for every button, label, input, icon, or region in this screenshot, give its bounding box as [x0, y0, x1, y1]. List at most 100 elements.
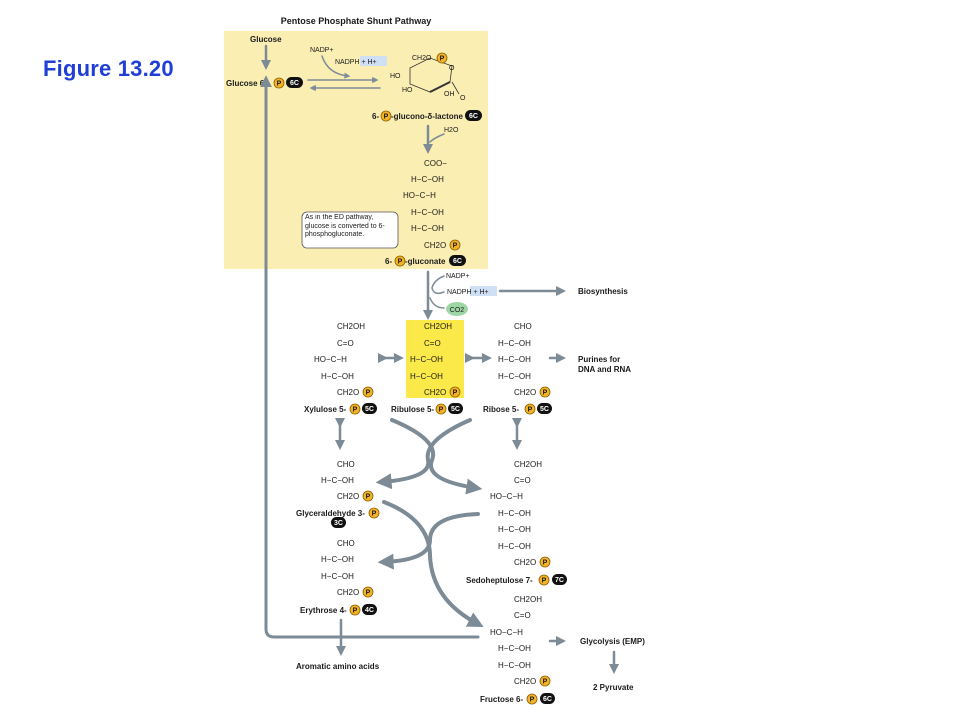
nadp-label-1: NADP+	[310, 47, 334, 54]
svg-text:H−C−OH: H−C−OH	[411, 208, 444, 217]
svg-text:P: P	[439, 407, 444, 414]
svg-text:CHO: CHO	[337, 460, 355, 469]
fructose-structure: CH2OH C=O HO−C−H H−C−OH H−C−OH CH2O P	[490, 595, 551, 687]
svg-text:P: P	[353, 608, 358, 615]
svg-text:H−C−OH: H−C−OH	[410, 355, 443, 364]
svg-text:H−C−OH: H−C−OH	[498, 644, 531, 653]
gluconate-structure: COO− H−C−OH HO−C−H H−C−OH H−C−OH CH2O P	[403, 159, 461, 251]
svg-text:CH2O: CH2O	[514, 558, 536, 567]
svg-text:CH2O: CH2O	[412, 55, 432, 62]
svg-text:P: P	[543, 390, 548, 397]
svg-text:Erythrose 4-: Erythrose 4-	[300, 606, 347, 615]
svg-text:C=O: C=O	[424, 339, 441, 348]
svg-text:Ribulose 5-: Ribulose 5-	[391, 405, 434, 414]
aromatic-label: Aromatic amino acids	[296, 662, 380, 671]
svg-text:HO−C−H: HO−C−H	[314, 355, 347, 364]
nadp-label-2: NADP+	[446, 273, 470, 280]
svg-text:7C: 7C	[555, 577, 564, 584]
svg-text:Sedoheptulose 7-: Sedoheptulose 7-	[466, 576, 533, 585]
svg-text:P: P	[530, 697, 535, 704]
svg-text:H−C−OH: H−C−OH	[498, 372, 531, 381]
nadp-arrow-2	[431, 275, 445, 295]
svg-text:5C: 5C	[451, 406, 460, 413]
svg-text:-gluconate: -gluconate	[405, 257, 446, 266]
ribose-structure: CHO H−C−OH H−C−OH H−C−OH CH2O P	[498, 322, 551, 398]
svg-text:6C: 6C	[469, 113, 478, 120]
xylulose-structure: CH2OH C=O HO−C−H H−C−OH CH2O P	[314, 322, 374, 398]
svg-text:CH2OH: CH2OH	[514, 460, 542, 469]
pyruvate-label: 2 Pyruvate	[593, 683, 634, 692]
svg-text:H−C−OH: H−C−OH	[498, 542, 531, 551]
svg-text:6C: 6C	[290, 80, 299, 87]
svg-text:P: P	[440, 56, 445, 63]
nadph-box-1	[360, 56, 387, 66]
svg-text:CHO: CHO	[514, 322, 532, 331]
svg-text:5C: 5C	[365, 406, 374, 413]
svg-text:HO: HO	[402, 87, 413, 94]
svg-text:CH2O: CH2O	[514, 677, 536, 686]
glycolysis-label: Glycolysis (EMP)	[580, 637, 645, 646]
svg-text:C=O: C=O	[337, 339, 354, 348]
nadph-box-2	[470, 286, 497, 296]
svg-text:6C: 6C	[543, 696, 552, 703]
sedoheptulose-label: Sedoheptulose 7- P 7C	[466, 574, 567, 586]
svg-text:H−C−OH: H−C−OH	[321, 476, 354, 485]
svg-text:CH2OH: CH2OH	[514, 595, 542, 604]
svg-text:Xylulose 5-: Xylulose 5-	[304, 405, 347, 414]
svg-text:-glucono-δ-lactone: -glucono-δ-lactone	[391, 112, 464, 121]
svg-text:HO−C−H: HO−C−H	[490, 492, 523, 501]
svg-text:H−C−OH: H−C−OH	[498, 355, 531, 364]
erythrose-structure: CHO H−C−OH H−C−OH CH2O P	[321, 539, 374, 598]
svg-text:CH2O: CH2O	[424, 388, 446, 397]
svg-text:O: O	[460, 95, 466, 102]
transketolase-curve-2	[375, 418, 472, 490]
svg-text:P: P	[384, 114, 389, 121]
svg-text:Ribose 5-: Ribose 5-	[483, 405, 519, 414]
svg-text:O: O	[449, 65, 455, 72]
svg-text:CH2OH: CH2OH	[424, 322, 452, 331]
fructose-label: Fructose 6- P 6C	[480, 693, 555, 705]
svg-text:COO−: COO−	[424, 159, 447, 168]
ribulose-label: Ribulose 5- P 5C	[391, 403, 463, 415]
svg-text:P: P	[398, 259, 403, 266]
figure-label: Figure 13.20	[43, 56, 174, 81]
svg-text:4C: 4C	[365, 607, 374, 614]
xylulose-label: Xylulose 5- P 5C	[304, 403, 377, 415]
svg-text:CHO: CHO	[337, 539, 355, 548]
svg-text:H−C−OH: H−C−OH	[411, 175, 444, 184]
nadph-label-2: NADPH + H+	[447, 289, 489, 296]
svg-text:P: P	[543, 560, 548, 567]
svg-text:H−C−OH: H−C−OH	[498, 339, 531, 348]
svg-text:P: P	[366, 494, 371, 501]
svg-text:H−C−OH: H−C−OH	[498, 525, 531, 534]
svg-text:P: P	[277, 81, 282, 88]
svg-text:P: P	[366, 390, 371, 397]
transaldolase-curve-2	[382, 500, 484, 627]
nadph-label-1: NADPH + H+	[335, 59, 377, 66]
svg-text:6-: 6-	[385, 257, 392, 266]
svg-text:H−C−OH: H−C−OH	[411, 224, 444, 233]
sedoheptulose-structure: CH2OH C=O HO−C−H H−C−OH H−C−OH H−C−OH CH…	[490, 460, 551, 568]
svg-text:H−C−OH: H−C−OH	[321, 572, 354, 581]
svg-text:CH2O: CH2O	[337, 588, 359, 597]
co2-bubble	[446, 302, 468, 316]
gluconate-label: 6- P -gluconate 6C	[385, 255, 466, 267]
glyceraldehyde-label: Glyceraldehyde 3- P 3C	[296, 507, 380, 528]
recycle-arrow	[260, 75, 480, 639]
h2o-label: H2O	[444, 127, 459, 134]
glucose-6p-label: Glucose 6- P 6C	[226, 77, 303, 89]
svg-text:HO−C−H: HO−C−H	[490, 628, 523, 637]
ribulose-structure: CH2OH C=O H−C−OH H−C−OH CH2O P	[410, 322, 461, 398]
ed-pathway-note: As in the ED pathway, glucose is convert…	[301, 211, 399, 249]
svg-text:OH: OH	[444, 91, 455, 98]
ribose-label: Ribose 5- P 5C	[483, 403, 552, 415]
purines-label-2: DNA and RNA	[578, 365, 631, 374]
svg-text:P: P	[542, 578, 547, 585]
svg-text:6-: 6-	[372, 112, 379, 121]
svg-text:CH2OH: CH2OH	[337, 322, 365, 331]
svg-text:5C: 5C	[540, 406, 549, 413]
svg-text:P: P	[528, 407, 533, 414]
svg-text:P: P	[543, 679, 548, 686]
purines-label: Purines for	[578, 355, 620, 364]
